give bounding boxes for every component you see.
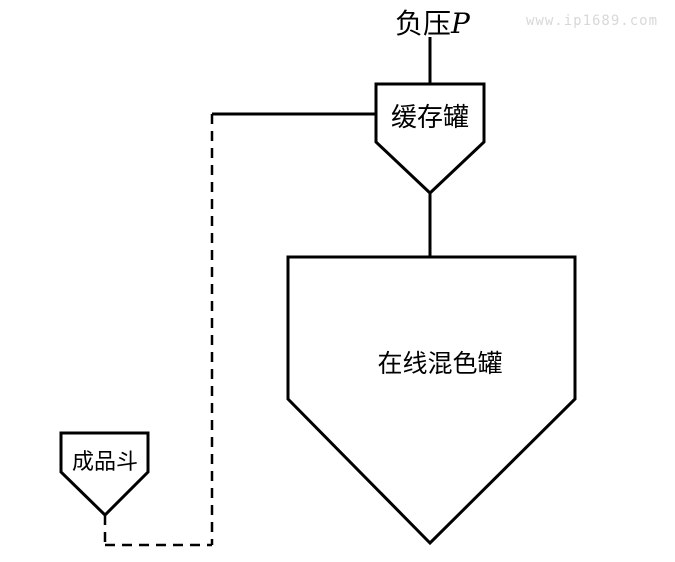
pressure-label: 负压P: [395, 7, 471, 40]
pressure-label-text: 负压: [395, 7, 451, 40]
pressure-symbol: P: [450, 7, 471, 40]
buffer-tank-label: 缓存罐: [391, 103, 469, 133]
buffer-tank-shape: [374, 82, 486, 196]
mixing-tank-shape: [286, 255, 577, 546]
mixing-tank-label: 在线混色罐: [377, 349, 502, 378]
watermark-text: www.ip1689.com: [526, 13, 658, 29]
product-hopper-label: 成品斗: [72, 450, 138, 475]
product-hopper-shape: [59, 431, 150, 518]
